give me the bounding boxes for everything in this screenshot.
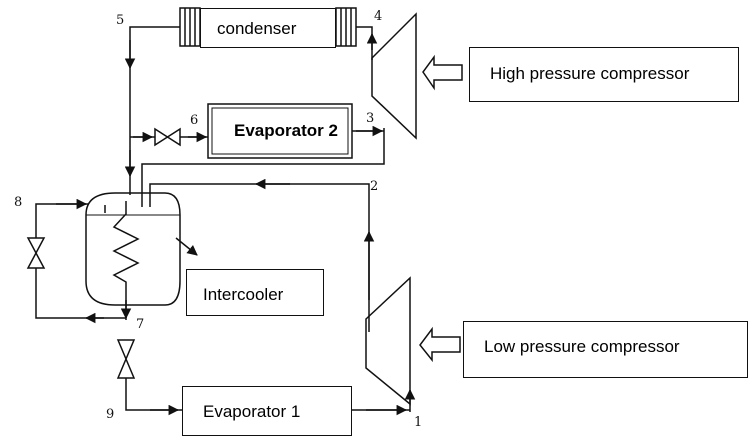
high-pressure-compressor-box: High pressure compressor — [469, 47, 739, 102]
state-point-3: 3 — [366, 111, 374, 126]
intercooler-label: Intercooler — [203, 285, 284, 304]
high-pressure-compressor-shape — [371, 12, 417, 140]
hp-work-input-arrow — [422, 54, 463, 91]
line-9 — [125, 378, 182, 411]
expansion-valve-8 — [26, 237, 46, 269]
evaporator-2-label: Evaporator 2 — [234, 121, 338, 140]
line-condenser-outlet — [129, 26, 180, 195]
line-2-to-hp — [141, 128, 385, 207]
intercooler-vessel — [85, 192, 181, 306]
evaporator-2-box: Evaporator 2 — [212, 108, 348, 154]
intercooler-box: Intercooler — [186, 269, 324, 316]
state-point-5: 5 — [116, 13, 124, 28]
state-point-9: 9 — [106, 407, 114, 422]
evaporator-1-label: Evaporator 1 — [203, 402, 301, 421]
condenser-box: condenser — [200, 8, 336, 48]
evaporator-1-box: Evaporator 1 — [182, 386, 352, 436]
low-pressure-compressor-label: Low pressure compressor — [484, 337, 680, 356]
state-point-8: 8 — [14, 195, 22, 210]
low-pressure-compressor-box: Low pressure compressor — [463, 321, 748, 378]
state-point-6: 6 — [190, 113, 198, 128]
condenser-label: condenser — [217, 19, 297, 38]
state-point-7: 7 — [136, 317, 144, 332]
intercooler-coil — [112, 201, 140, 320]
low-pressure-compressor-shape — [365, 276, 411, 406]
expansion-valve-7 — [116, 339, 136, 379]
intercooler-pointer — [175, 237, 198, 256]
high-pressure-compressor-label: High pressure compressor — [490, 64, 690, 83]
expansion-valve-6 — [154, 127, 181, 147]
condenser-unit — [179, 7, 357, 47]
lp-work-input-arrow — [419, 326, 461, 363]
line-4 — [356, 26, 373, 60]
state-point-1: 1 — [414, 415, 422, 430]
state-point-4: 4 — [374, 9, 382, 24]
state-point-2: 2 — [370, 179, 378, 194]
